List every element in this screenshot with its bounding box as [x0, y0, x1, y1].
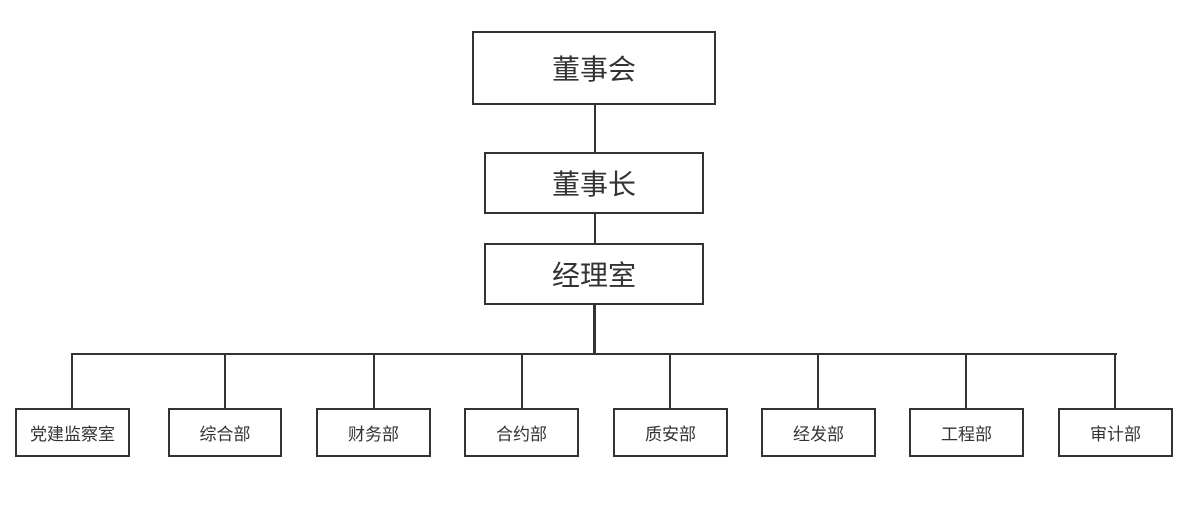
department-label: 审计部 [1090, 425, 1141, 445]
connector-dept-6 [965, 353, 967, 409]
connector-dept-4 [669, 353, 671, 409]
department-box: 工程部 [909, 408, 1024, 457]
manager-office-label: 经理室 [551, 259, 636, 292]
manager-office-box: 经理室 [484, 243, 704, 305]
department-label: 财务部 [348, 425, 399, 445]
chairman-label: 董事长 [551, 168, 636, 201]
department-label: 党建监察室 [30, 425, 115, 445]
department-box: 党建监察室 [15, 408, 130, 457]
department-box: 财务部 [316, 408, 431, 457]
department-label: 合约部 [496, 425, 547, 445]
connector-dept-7 [1114, 353, 1116, 409]
board-of-directors-label: 董事会 [551, 53, 636, 86]
department-box: 合约部 [464, 408, 579, 457]
department-box: 经发部 [761, 408, 876, 457]
department-label: 工程部 [941, 425, 992, 445]
department-label: 综合部 [199, 425, 251, 445]
connector-manager-trunk [593, 303, 596, 355]
department-label: 质安部 [645, 425, 696, 445]
department-box: 审计部 [1058, 408, 1173, 457]
department-box: 质安部 [613, 408, 728, 457]
connector-chairman-manager [594, 212, 596, 244]
connector-board-chairman [594, 104, 596, 153]
board-of-directors-box: 董事会 [472, 31, 716, 105]
connector-dept-2 [373, 353, 375, 409]
connector-dept-0 [71, 353, 73, 409]
connector-dept-1 [224, 353, 226, 409]
connector-dept-3 [521, 353, 523, 409]
connector-dept-5 [817, 353, 819, 409]
department-box: 综合部 [168, 408, 282, 457]
connector-horizontal-bus [71, 353, 1117, 355]
department-label: 经发部 [793, 425, 844, 445]
chairman-box: 董事长 [484, 152, 704, 214]
